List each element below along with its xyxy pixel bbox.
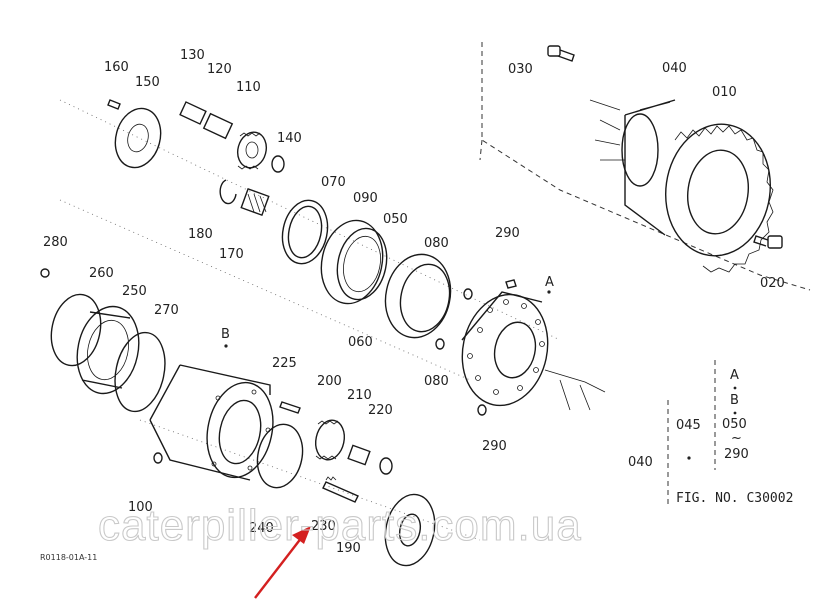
pin-290a (505, 279, 517, 289)
label-080-upper: 080 (424, 236, 449, 251)
label-120: 120 (207, 62, 232, 77)
label-240: 240 (249, 521, 274, 536)
ref-dot-b (224, 344, 228, 348)
planet-gear-110 (236, 131, 268, 170)
watermark-text: caterpiller-parts.com.ua (98, 501, 582, 550)
reference-legend: A B 050 ~ 290 (722, 368, 749, 462)
legend-boundary (667, 360, 716, 505)
label-250: 250 (122, 284, 147, 299)
seal-070 (281, 199, 329, 265)
label-280: 280 (43, 235, 68, 250)
legend-tilde: ~ (731, 431, 742, 446)
seal-270 (114, 331, 166, 413)
thrust-washer-150 (114, 107, 162, 169)
label-070: 070 (321, 175, 346, 190)
red-arrow-indicator (254, 526, 311, 599)
plug-290b (477, 404, 487, 416)
hub-sprocket-010 (589, 99, 774, 273)
label-050: 050 (383, 212, 408, 227)
needle-bearing-120 (202, 112, 234, 140)
bearing-170 (240, 187, 270, 217)
label-080-lower: 080 (424, 374, 449, 389)
ring-220 (379, 457, 393, 475)
label-260: 260 (89, 266, 114, 281)
ball-280 (40, 268, 50, 278)
ref-dot-045 (687, 456, 691, 460)
screw-160 (107, 99, 121, 110)
label-010: 010 (712, 85, 737, 100)
label-090: 090 (353, 191, 378, 206)
label-030: 030 (508, 62, 533, 77)
race-050 (384, 253, 452, 339)
label-020: 020 (760, 276, 785, 291)
bolt-030 (547, 45, 575, 62)
plug-080b (435, 338, 445, 350)
label-225: 225 (272, 356, 297, 371)
spindle-060 (461, 291, 606, 411)
label-040-upper: 040 (662, 61, 687, 76)
hub-group-boundary (479, 42, 811, 291)
label-140: 140 (277, 131, 302, 146)
snap-ring-180 (219, 179, 237, 205)
pin-100 (153, 452, 163, 464)
plate-240 (256, 423, 304, 489)
figure-number: FIG. NO. C30002 (676, 491, 793, 506)
gear-200 (314, 419, 346, 461)
legend-B: B (730, 393, 739, 408)
planet-pin-130 (179, 101, 207, 125)
label-B: B (221, 327, 230, 342)
label-170: 170 (219, 247, 244, 262)
label-210: 210 (347, 388, 372, 403)
pin-225 (279, 401, 301, 414)
ring-140 (271, 155, 285, 173)
carrier-housing-100 (149, 364, 274, 481)
label-110: 110 (236, 80, 261, 95)
o-ring-260 (50, 293, 102, 367)
label-045: 045 (676, 418, 701, 433)
bearing-090 (320, 219, 388, 305)
axis-line-lower (59, 199, 481, 541)
label-100: 100 (128, 500, 153, 515)
label-190: 190 (336, 541, 361, 556)
legend-A: A (730, 368, 739, 383)
bolt-020 (753, 235, 783, 249)
label-180: 180 (188, 227, 213, 242)
cover-190 (384, 493, 436, 567)
label-150: 150 (135, 75, 160, 90)
label-230: 230 (311, 519, 336, 534)
label-290-upper: 290 (495, 226, 520, 241)
legend-range-end: 290 (724, 447, 749, 462)
label-160: 160 (104, 60, 129, 75)
label-060: 060 (348, 335, 373, 350)
label-040-lower: 040 (628, 455, 653, 470)
bearing-210 (347, 444, 371, 466)
cover-250 (76, 305, 140, 395)
legend-range-start: 050 (722, 417, 747, 432)
label-200: 200 (317, 374, 342, 389)
sun-shaft-230 (322, 476, 359, 503)
label-130: 130 (180, 48, 205, 63)
drawing-code: R0118-01A-11 (40, 553, 97, 562)
ref-dot-a (547, 290, 551, 294)
part-labels: 160 150 130 120 110 140 070 090 050 080 … (43, 48, 785, 556)
label-270: 270 (154, 303, 179, 318)
plug-080a (463, 288, 473, 300)
label-220: 220 (368, 403, 393, 418)
label-290-lower: 290 (482, 439, 507, 454)
label-A: A (545, 275, 554, 290)
